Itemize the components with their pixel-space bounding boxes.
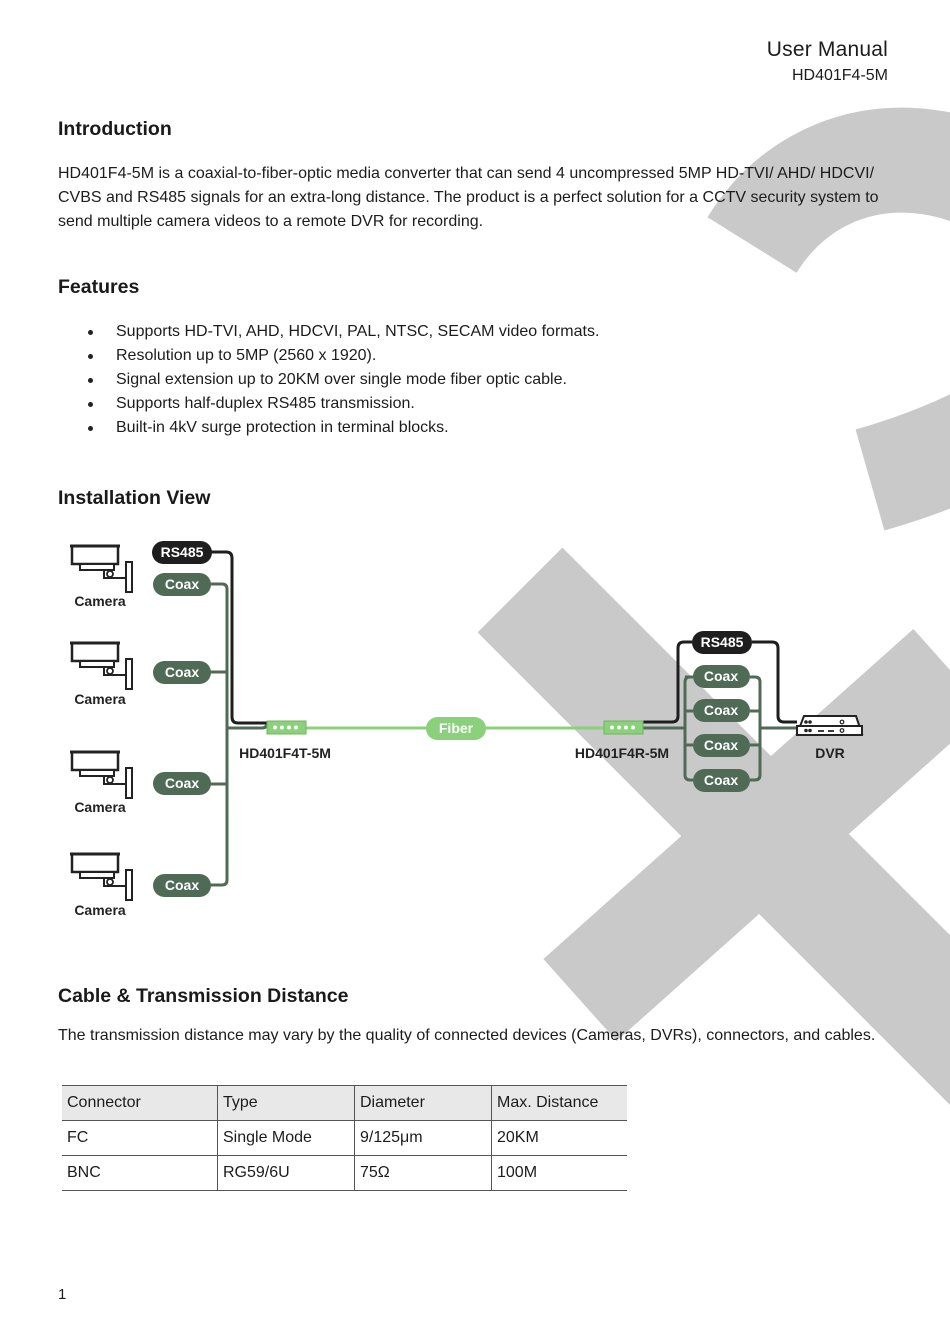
coax-label: Coax xyxy=(704,702,738,718)
coax-pill: Coax xyxy=(693,734,750,757)
dvr-icon xyxy=(795,715,864,736)
feature-item: Resolution up to 5MP (2560 x 1920). xyxy=(58,344,599,368)
feature-item: Built-in 4kV surge protection in termina… xyxy=(58,416,599,440)
coax-pill: Coax xyxy=(693,699,750,722)
cable-distance-table: Connector Type Diameter Max. Distance FC… xyxy=(62,1085,627,1191)
transmitter-device-icon xyxy=(266,720,307,735)
feature-item: Supports half-duplex RS485 transmission. xyxy=(58,392,599,416)
coax-label: Coax xyxy=(165,775,199,791)
installation-diagram: Camera Camera Camera Camera xyxy=(70,541,864,918)
page-number: 1 xyxy=(58,1286,67,1303)
camera-icon xyxy=(70,852,133,901)
coax-pill: Coax xyxy=(153,772,211,795)
wires xyxy=(210,550,797,887)
rs485-label: RS485 xyxy=(701,634,744,650)
feature-item: Signal extension up to 20KM over single … xyxy=(58,368,599,392)
table-cell: 9/125μm xyxy=(354,1120,492,1156)
feature-item: Supports HD-TVI, AHD, HDCVI, PAL, NTSC, … xyxy=(58,320,599,344)
receiver-label: HD401F4R-5M xyxy=(575,745,669,761)
features-heading: Features xyxy=(58,276,140,298)
coax-pill: Coax xyxy=(693,769,750,792)
rs485-pill: RS485 xyxy=(152,541,212,564)
table-cell: 100M xyxy=(491,1155,627,1191)
coax-label: Coax xyxy=(704,737,738,753)
document-model: HD401F4-5M xyxy=(791,67,888,84)
camera-icon xyxy=(70,750,133,799)
camera-icon xyxy=(70,641,133,690)
fiber-label: Fiber xyxy=(439,720,474,736)
features-list: Supports HD-TVI, AHD, HDCVI, PAL, NTSC, … xyxy=(58,320,599,440)
transmitter-label: HD401F4T-5M xyxy=(239,745,331,761)
column-header: Connector xyxy=(62,1085,218,1121)
table-cell: FC xyxy=(62,1120,218,1156)
camera-label: Camera xyxy=(74,691,126,707)
document-title: User Manual xyxy=(766,38,888,61)
camera-label: Camera xyxy=(74,799,126,815)
table-cell: BNC xyxy=(62,1155,218,1191)
column-header: Type xyxy=(217,1085,355,1121)
camera-label: Camera xyxy=(74,593,126,609)
column-header: Max. Distance xyxy=(491,1085,627,1121)
installation-heading: Installation View xyxy=(58,487,211,509)
coax-pill: Coax xyxy=(153,661,211,684)
rs485-pill: RS485 xyxy=(692,631,752,654)
watermark-stroke-2 xyxy=(543,628,950,1042)
table-cell: 20KM xyxy=(491,1120,627,1156)
camera-icon xyxy=(70,544,133,593)
introduction-text: HD401F4-5M is a coaxial-to-fiber-optic m… xyxy=(58,165,879,230)
dvr-label: DVR xyxy=(815,745,845,761)
coax-label: Coax xyxy=(704,772,738,788)
table-cell: RG59/6U xyxy=(217,1155,355,1191)
table-cell: Single Mode xyxy=(217,1120,355,1156)
coax-pill: Coax xyxy=(693,665,750,688)
introduction-heading: Introduction xyxy=(58,118,172,140)
camera-label: Camera xyxy=(74,902,126,918)
table-row: FC Single Mode 9/125μm 20KM xyxy=(62,1120,627,1156)
cable-text: The transmission distance may vary by th… xyxy=(58,1027,876,1044)
coax-pill: Coax xyxy=(153,874,211,897)
table-row: BNC RG59/6U 75Ω 100M xyxy=(62,1155,627,1191)
receiver-device-icon xyxy=(603,720,644,735)
coax-pill: Coax xyxy=(153,573,211,596)
rs485-label: RS485 xyxy=(161,544,204,560)
fiber-pill: Fiber xyxy=(426,717,486,740)
table-header-row: Connector Type Diameter Max. Distance xyxy=(62,1085,627,1121)
table-cell: 75Ω xyxy=(354,1155,492,1191)
coax-label: Coax xyxy=(165,576,199,592)
coax-label: Coax xyxy=(704,668,738,684)
watermark-arc xyxy=(707,107,950,531)
coax-label: Coax xyxy=(165,877,199,893)
column-header: Diameter xyxy=(354,1085,492,1121)
cable-heading: Cable & Transmission Distance xyxy=(58,985,349,1007)
coax-label: Coax xyxy=(165,664,199,680)
